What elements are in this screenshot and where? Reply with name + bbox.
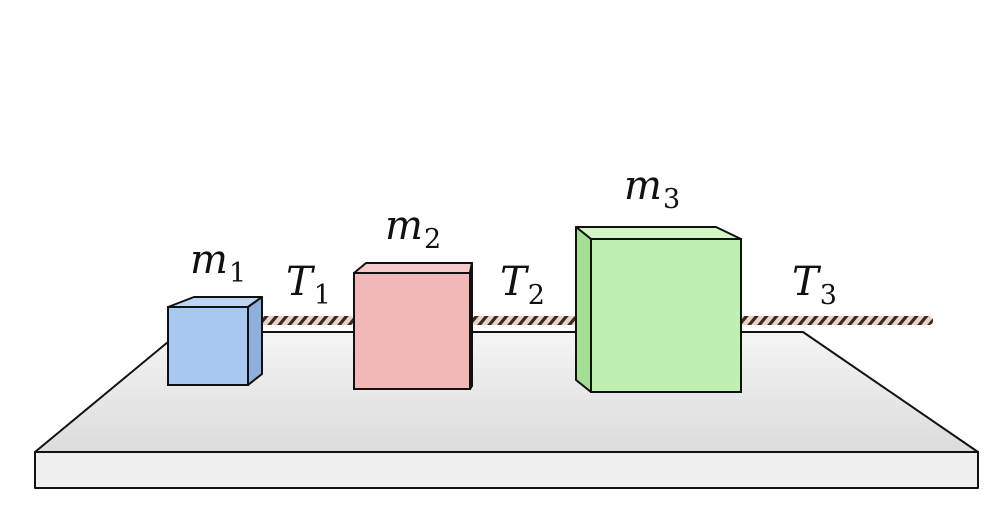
mass-label-m3-subscript: 3 xyxy=(662,184,681,215)
mass-label-m3: m3 xyxy=(624,166,680,213)
tension-label-t3-symbol: T xyxy=(792,259,819,305)
block-m3-left-side xyxy=(575,226,592,393)
block-m3 xyxy=(575,226,742,393)
mass-label-m2-symbol: m xyxy=(385,203,423,249)
mass-label-m1-symbol: m xyxy=(190,237,228,283)
tension-label-t1: T1 xyxy=(286,262,331,309)
block-m1-top xyxy=(167,296,263,308)
tension-label-t2-symbol: T xyxy=(500,259,527,305)
table-platform xyxy=(34,331,979,489)
mass-label-m1: m1 xyxy=(190,240,246,287)
rope-t1 xyxy=(259,316,355,325)
block-m1-front xyxy=(167,306,249,386)
mass-label-m2-subscript: 2 xyxy=(423,224,442,255)
block-m1-side xyxy=(247,296,263,386)
rope-t2 xyxy=(471,316,577,325)
block-m2-front xyxy=(353,272,471,390)
ropes xyxy=(259,316,933,325)
block-m1 xyxy=(167,296,263,386)
block-m2 xyxy=(353,262,473,390)
tension-label-t2-subscript: 2 xyxy=(527,280,545,311)
tension-label-t1-symbol: T xyxy=(286,259,313,305)
block-m2-top xyxy=(353,262,473,274)
table-front-face xyxy=(34,451,979,489)
rope-t3 xyxy=(739,316,933,325)
mass-label-m3-symbol: m xyxy=(624,163,662,209)
block-m3-top xyxy=(575,226,742,240)
tension-label-t3-subscript: 3 xyxy=(819,280,837,311)
block-m3-front xyxy=(590,238,742,393)
tension-label-t1-subscript: 1 xyxy=(313,280,331,311)
mass-label-m1-subscript: 1 xyxy=(228,258,247,289)
tension-label-t2: T2 xyxy=(500,262,545,309)
mass-label-m2: m2 xyxy=(385,206,441,253)
tension-label-t3: T3 xyxy=(792,262,837,309)
